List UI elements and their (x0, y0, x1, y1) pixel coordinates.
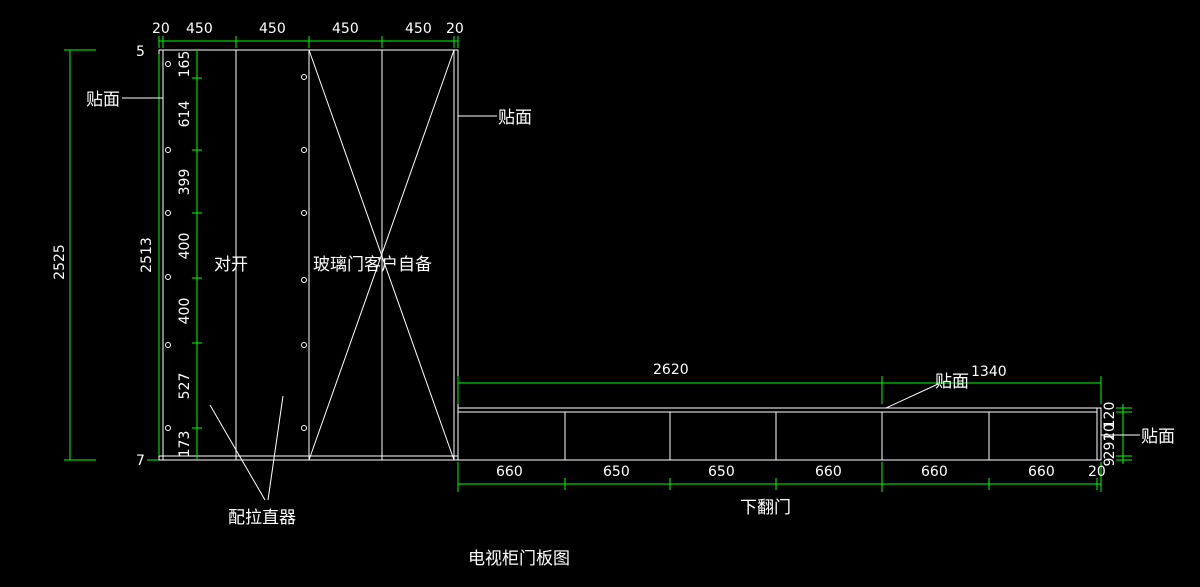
hinge-icon (301, 147, 307, 153)
hinge-icon (301, 425, 307, 431)
hinge-icon (301, 277, 307, 283)
segment-dim: 399 (177, 169, 193, 196)
low-cabinet (457, 407, 1102, 461)
top-dim-4: 450 (332, 21, 359, 37)
veneer-label-side: 贴面 (1141, 427, 1175, 447)
side-dim: 120 (1102, 402, 1118, 429)
overall-height-dim: 2525 (52, 244, 68, 280)
glass-door-cross-2 (308, 49, 455, 461)
segment-dim: 165 (177, 51, 193, 78)
bottom-dim: 20 (1088, 464, 1106, 480)
segment-dim: 173 (177, 431, 193, 458)
segment-dim: 400 (177, 298, 193, 325)
veneer-label-low: 贴面 (935, 372, 969, 392)
pull-label: 配拉直器 (228, 508, 296, 528)
leader-lines (122, 97, 1140, 501)
segment-dim: 614 (177, 101, 193, 128)
hinge-dots (165, 61, 307, 431)
tall-cabinet (158, 49, 459, 461)
hinge-icon (165, 274, 171, 280)
hinge-icon (165, 147, 171, 153)
bottom-dim: 660 (1028, 464, 1055, 480)
veneer-label-right: 贴面 (498, 108, 532, 128)
top-dim-1: 20 (152, 21, 170, 37)
bottom-gap-dim: 7 (136, 453, 145, 469)
side-dim: 9 (1102, 458, 1118, 467)
top-dim-2: 450 (186, 21, 213, 37)
bottom-dim: 650 (603, 464, 630, 480)
flip-door-label: 下翻门 (740, 498, 791, 518)
hinge-icon (165, 210, 171, 216)
bottom-dim: 660 (921, 464, 948, 480)
bottom-dim: 650 (708, 464, 735, 480)
hinge-icon (301, 342, 307, 348)
double-door-label: 对开 (214, 255, 248, 275)
side-dim: 291 (1102, 433, 1118, 460)
top-dim-6: 20 (446, 21, 464, 37)
lower-right-dim: 1340 (971, 364, 1007, 380)
hinge-icon (165, 61, 171, 67)
bottom-dim: 660 (815, 464, 842, 480)
hinge-icon (165, 342, 171, 348)
top-dim-5: 450 (405, 21, 432, 37)
top-dim-3: 450 (259, 21, 286, 37)
lower-total-dim: 2620 (653, 362, 689, 378)
dimension-lines (64, 36, 1132, 492)
hinge-icon (165, 425, 171, 431)
segment-dim: 527 (177, 373, 193, 400)
hinge-icon (301, 74, 307, 80)
low-cabinet-outline (457, 407, 1102, 461)
panel-height-dim: 2513 (139, 237, 155, 273)
segment-dim: 400 (177, 233, 193, 260)
bottom-dim: 660 (496, 464, 523, 480)
drawing-title: 电视柜门板图 (468, 549, 570, 569)
hinge-icon (301, 210, 307, 216)
glass-door-label: 玻璃门客户自备 (313, 255, 432, 275)
veneer-label-left: 贴面 (86, 90, 120, 110)
top-gap-dim: 5 (136, 44, 145, 60)
side-dim: 20 (1102, 423, 1118, 441)
